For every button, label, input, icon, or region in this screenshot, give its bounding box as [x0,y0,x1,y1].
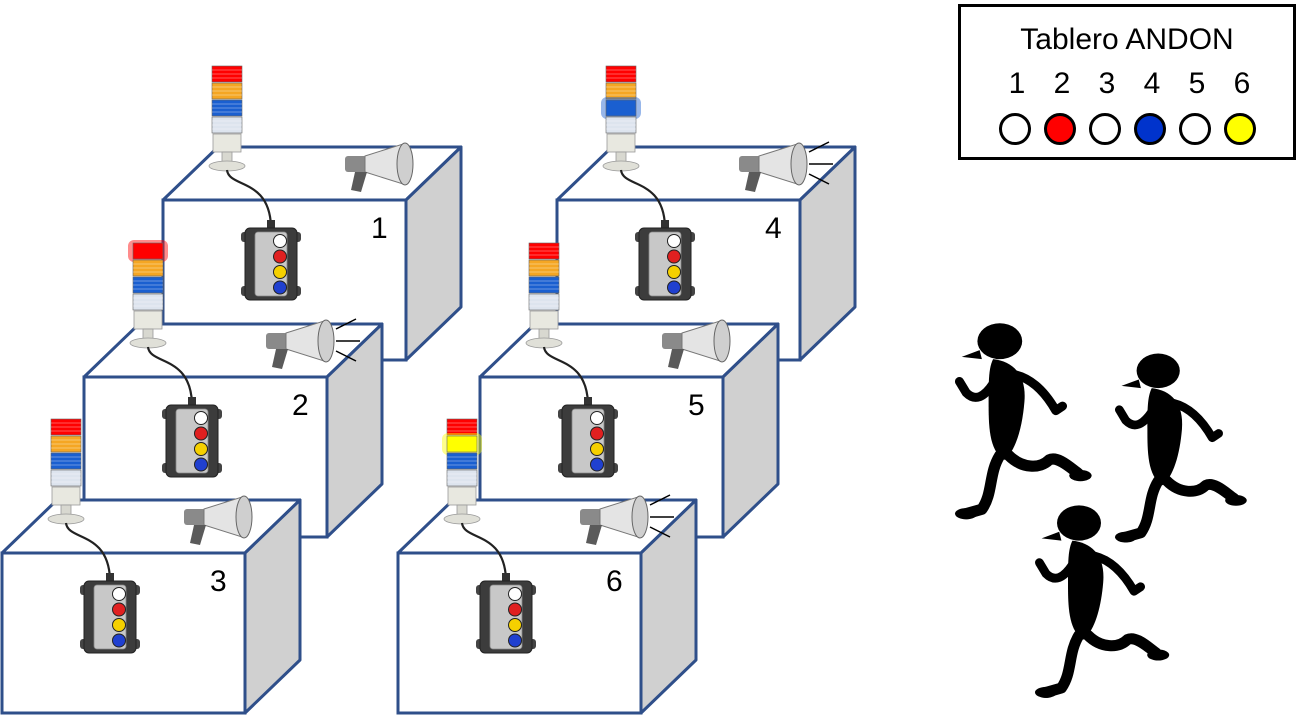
board-lamps [993,111,1283,147]
megaphone-icon [662,319,731,369]
board-number-6: 6 [1233,67,1251,100]
board-number-5: 5 [1188,67,1206,100]
stack-light-icon [442,418,482,525]
control-box-icon [476,580,536,654]
board-lamp-6-icon [1224,113,1256,145]
workstation-number: 3 [210,565,227,598]
control-box-icon [80,580,140,654]
control-box-icon [558,404,618,478]
workstation-number: 1 [371,212,388,245]
board-lamp-4-icon [1134,113,1166,145]
megaphone-icon [345,142,414,192]
workstation-number: 6 [606,565,623,598]
board-number-2: 2 [1053,67,1071,100]
running-worker-icon [955,323,1092,520]
cable [225,169,273,227]
running-worker-icon [1035,505,1170,698]
board-number-3: 3 [1098,67,1116,100]
workstation-4: 4 [555,65,857,362]
board-title: Tablero ANDON [1020,23,1234,56]
workstation-number: 2 [292,389,309,422]
andon-board: Tablero ANDON 1 2 3 4 5 6 [958,4,1296,160]
control-box-icon [635,227,695,301]
workstation-1: 1 [161,65,463,362]
workstation-box-side [639,498,698,715]
workstation-box-side [243,498,302,715]
workstation-box-side [404,145,463,362]
board-lamp-2-icon [1044,113,1076,145]
megaphone-icon [739,141,833,192]
workstation-number: 4 [765,212,782,245]
board-lamp-5-icon [1179,113,1211,145]
board-lamp-3-icon [1089,113,1121,145]
workstation-3: 3 [0,418,302,715]
workstation-box-side [325,322,384,539]
cable [460,522,508,580]
stack-light-icon [601,65,641,172]
control-box-icon [162,404,222,478]
workstation-number: 5 [688,389,705,422]
workstation-6: 6 [396,418,698,715]
stack-light-icon [525,242,563,349]
stack-light-icon [208,65,246,172]
megaphone-icon [580,494,674,545]
stack-light-icon [47,418,85,525]
workstation-box-side [721,322,780,539]
megaphone-icon [184,495,253,545]
board-lamp-1-icon [999,113,1031,145]
cable [146,346,194,404]
board-number-4: 4 [1143,67,1161,100]
control-box-icon [241,227,301,301]
cable [619,169,667,227]
stack-light-icon [128,240,168,349]
workstation-box-side [798,145,857,362]
running-worker-icon [1115,353,1247,543]
board-number-1: 1 [1008,67,1026,100]
cable [64,522,112,580]
megaphone-icon [266,318,360,369]
cable [542,346,590,404]
board-numbers: 1 2 3 4 5 6 [997,67,1277,103]
